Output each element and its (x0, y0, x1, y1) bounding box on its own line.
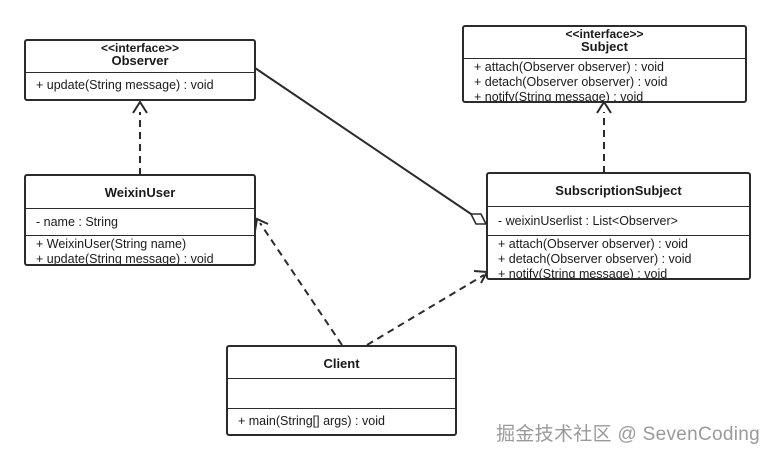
attributes-section: - weixinUserlist : List<Observer> (488, 206, 749, 235)
stereotype-label: <<interface>> (100, 41, 180, 55)
methods-section: + WeixinUser(String name) + update(Strin… (26, 235, 254, 264)
class-name: Subject (581, 39, 628, 54)
class-header: SubscriptionSubject (488, 174, 749, 206)
method-row: + main(String[] args) : void (238, 414, 385, 428)
observer-interface-box[interactable]: <<interface>> Observer + update(String m… (24, 39, 256, 101)
weixinuser-class-box[interactable]: WeixinUser - name : String + WeixinUser(… (24, 174, 256, 266)
class-header: Client (228, 347, 455, 378)
class-header: <<interface>> Subject (464, 27, 745, 58)
client-depends-weixinuser-line (259, 222, 343, 346)
aggregation-line (254, 67, 475, 217)
method-row: + update(String message) : void (36, 78, 214, 92)
method-row: + detach(Observer observer) : void (498, 252, 692, 266)
method-row: + WeixinUser(String name) (36, 237, 187, 251)
class-name: WeixinUser (104, 185, 176, 200)
class-name: Client (323, 356, 360, 371)
attributes-section (228, 378, 455, 408)
realization-arrowhead-observer (132, 100, 148, 114)
class-header: <<interface>> Observer (26, 41, 254, 72)
method-row: + update(String message) : void (36, 252, 214, 264)
method-row: + notify(String message) : void (498, 267, 668, 278)
client-depends-subscriptionsubject-line (366, 274, 485, 346)
subject-interface-box[interactable]: <<interface>> Subject + attach(Observer … (462, 25, 747, 103)
class-name: Observer (111, 53, 169, 68)
realization-arrowhead-subject (596, 100, 612, 114)
class-name: SubscriptionSubject (555, 183, 682, 198)
subscriptionsubject-class-box[interactable]: SubscriptionSubject - weixinUserlist : L… (486, 172, 751, 280)
method-row: + attach(Observer observer) : void (474, 60, 665, 74)
method-row: + detach(Observer observer) : void (474, 75, 668, 89)
aggregation-diamond (469, 213, 488, 225)
attributes-section: - name : String (26, 208, 254, 235)
attribute-row: - name : String (36, 215, 118, 229)
methods-section: + attach(Observer observer) : void + det… (464, 58, 745, 101)
methods-section: + main(String[] args) : void (228, 408, 455, 434)
methods-section: + attach(Observer observer) : void + det… (488, 235, 749, 278)
attribute-row: - weixinUserlist : List<Observer> (498, 214, 678, 228)
watermark: 掘金技术社区 @ SevenCoding (496, 424, 760, 445)
stereotype-label: <<interface>> (565, 27, 644, 41)
method-row: + notify(String message) : void (474, 90, 644, 101)
class-header: WeixinUser (26, 176, 254, 208)
methods-section: + update(String message) : void (26, 72, 254, 99)
client-class-box[interactable]: Client + main(String[] args) : void (226, 345, 457, 436)
method-row: + attach(Observer observer) : void (498, 237, 689, 251)
